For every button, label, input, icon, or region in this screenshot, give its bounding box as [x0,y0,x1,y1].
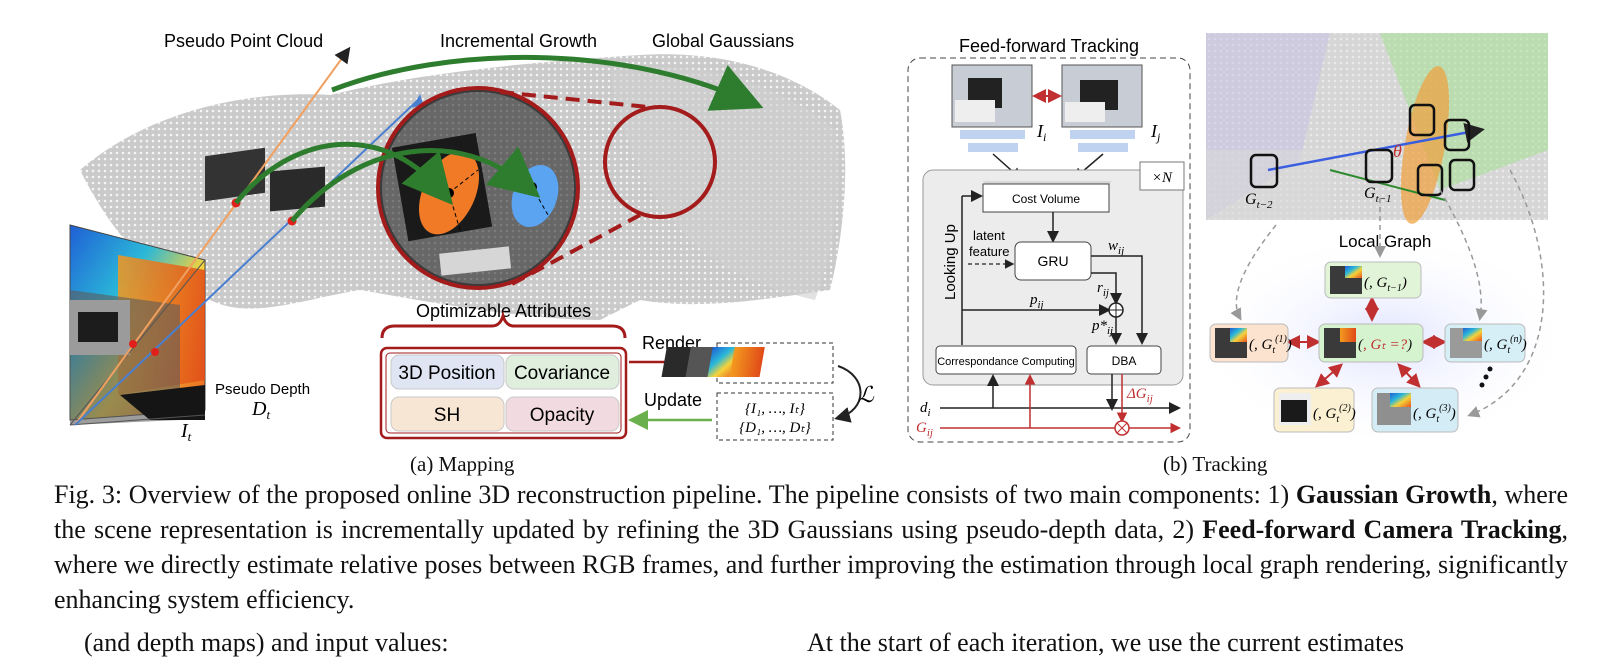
theta-label: θ [1393,141,1402,161]
times-n: ×N [1152,170,1173,186]
d-i-label: di [920,400,931,419]
graph-node-bottom-right: (, Gt(3)) [1371,387,1459,433]
growth-arrow-left [234,141,454,206]
camera-icon [1416,163,1444,197]
attr-position-cell [390,354,505,390]
dba-label: DBA [1112,354,1137,368]
zoom-circle [376,86,580,290]
loss-symbol: ℒ [858,382,875,407]
attributes-box: 3D Position Covariance SH Opacity [379,346,628,440]
subcaption-mapping: (a) Mapping [410,452,515,476]
caption-bold-tracking: Feed-forward Camera Tracking [1202,515,1562,544]
attr-position: 3D Position [398,363,495,384]
target-circle [603,105,717,219]
feature-label: feature [969,244,1009,259]
g-t2-label: Gt−2 [1245,191,1273,211]
p-ij-label: pij [1029,292,1044,311]
caption-lead: Fig. 3: Overview of the proposed online … [54,480,1296,509]
svg-text:(, Gt(1)): (, Gt(1)) [1249,334,1292,356]
svg-text:(, Gₜ =?): (, Gₜ =?) [1358,337,1412,353]
depth-symbol: Dt [251,398,270,422]
image-i-label: Ii [1036,121,1046,144]
cost-volume-label: Cost Volume [1012,192,1080,206]
gru-box [1014,241,1092,281]
caption-mid: , where the scene representation is incr… [54,480,1569,544]
attr-covariance: Covariance [514,363,610,384]
p-star-label: p*ij [1091,318,1113,337]
ray-orange [74,46,351,426]
local-graph-label: Local Graph [1339,232,1432,251]
svg-text:(, Gt(n)): (, Gt(n)) [1484,334,1527,356]
graph-node-right: (, Gt(n)) [1444,323,1527,363]
monitor-shape [205,147,265,202]
svg-text:(, Gt(3)): (, Gt(3)) [1413,403,1456,425]
figure-3: Pseudo Point Cloud Incremental Growth Gl… [69,31,1575,450]
times-n-box [1139,161,1185,191]
tracking-panel: Feed-forward Tracking Ii Ij ×N Cost Volu… [907,33,1575,450]
attr-opacity-cell [505,396,620,432]
frame-symbol: It [180,420,192,444]
subcaption-tracking: (b) Tracking [1163,452,1268,476]
g-ij-label: Gij [916,420,933,439]
graph-node-bottom-left: (, Gt(2)) [1273,387,1356,433]
camera-icon [1443,118,1471,152]
incremental-growth-label: Incremental Growth [440,31,597,51]
camera-scene: Gt−2 Gt−1 θ [1206,33,1548,224]
correspondance-label: Correspondance Computing [937,356,1075,368]
correspondance-box [935,345,1077,375]
camera-icon [1364,148,1394,184]
camera-icon [1448,158,1476,192]
svg-text:(, Gt(2)): (, Gt(2)) [1313,403,1356,425]
attr-sh-cell [390,396,505,432]
looking-up-label: Looking Up [942,224,959,300]
depth-frustum [69,224,206,426]
pseudo-depth-label: Pseudo Depth [215,381,310,398]
pseudo-point-cloud-label: Pseudo Point Cloud [164,31,323,51]
camera-icon [1249,153,1279,189]
mapping-panel: Pseudo Point Cloud Incremental Growth Gl… [69,31,875,444]
cost-volume-box [982,183,1110,213]
depths-set: {D₁, …, Dₜ} [739,420,811,436]
gru-label: GRU [1037,253,1068,269]
images-set: {I₁, …, Iₜ} [745,401,805,417]
growth-arrow-main [331,54,764,111]
body-text-line: (and depth maps) and input values: At th… [54,628,1568,658]
render-output-box [716,342,834,384]
graph-node-center: (, Gₜ =?) [1318,323,1424,363]
svg-text:(, Gt−1): (, Gt−1) [1364,275,1407,294]
body-text-right: At the start of each iteration, we use t… [807,628,1405,657]
image-j-label: Ij [1150,121,1161,144]
latent-label: latent [973,228,1005,243]
attr-sh: SH [434,405,460,426]
caption-tail: , where we directly estimate relative po… [54,515,1568,614]
attr-covariance-cell [505,354,620,390]
camera-icon [1408,103,1436,137]
tracking-title: Feed-forward Tracking [959,36,1139,56]
delta-g-label: ΔGij [1126,386,1153,405]
attr-opacity: Opacity [530,405,595,426]
dataset-box [716,392,834,441]
optimizable-attributes-label: Optimizable Attributes [416,301,591,321]
tracking-outer-box [907,57,1191,443]
growth-arrow-right [290,146,541,223]
dba-box [1086,345,1162,375]
graph-node-top: (, Gt−1) [1324,261,1422,299]
update-label: Update [644,390,702,410]
r-ij-label: rij [1097,280,1109,299]
global-gaussians-label: Global Gaussians [652,31,794,51]
body-text-left: (and depth maps) and input values: [84,628,449,657]
w-ij-label: wij [1108,238,1124,257]
graph-node-left: (, Gt(1)) [1209,323,1292,363]
ray-blue [74,97,421,426]
figure-caption: Fig. 3: Overview of the proposed online … [54,477,1568,617]
caption-bold-gaussian-growth: Gaussian Growth [1295,480,1492,509]
